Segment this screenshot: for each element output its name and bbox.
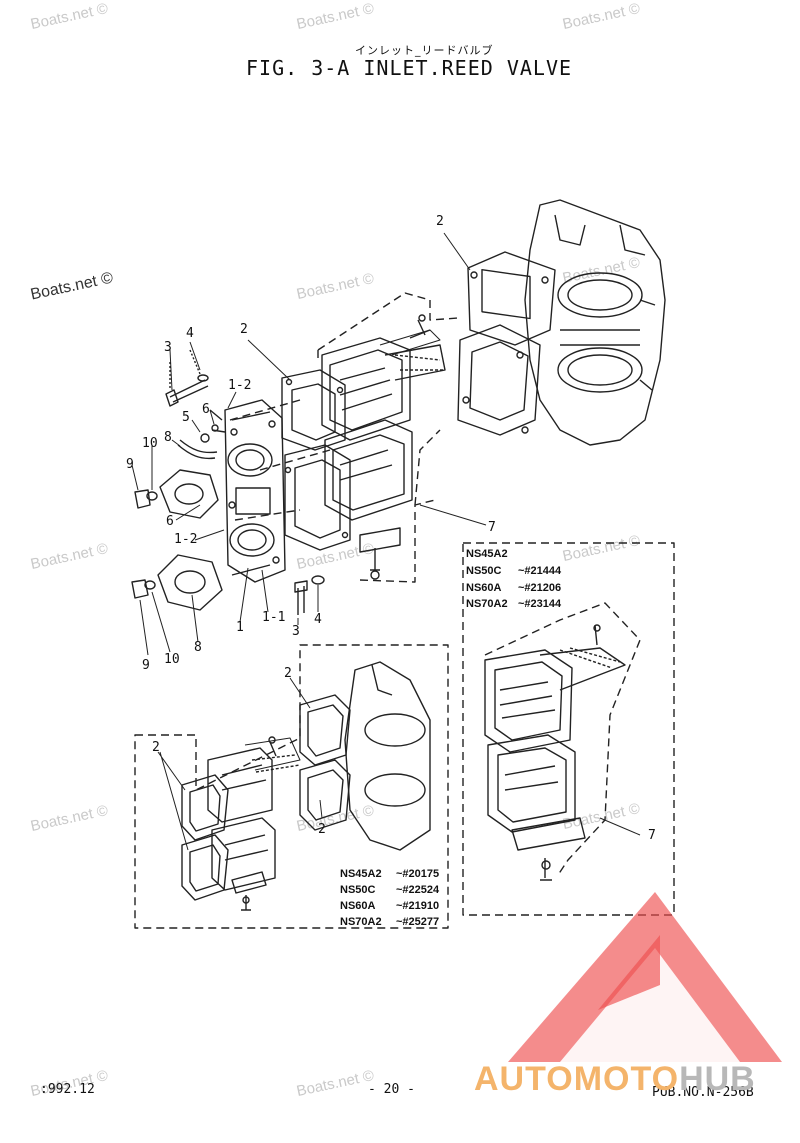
figure-subtitle-japanese: インレット_リードバルブ: [355, 44, 494, 57]
serial-range: ~#21444: [518, 565, 562, 577]
assembly-dashed-outline: [317, 292, 459, 583]
callout-10-upper: 10: [142, 436, 158, 451]
callout-1-1: 1-1: [262, 610, 286, 625]
callout-3: 3: [164, 340, 172, 355]
callout-9-upper: 9: [126, 457, 134, 472]
callout-3-lower: 3: [292, 624, 300, 639]
callout-1: 1: [236, 620, 244, 635]
callout-2-box-bottom: 2: [318, 822, 326, 837]
callout-8-upper: 8: [164, 430, 172, 445]
callout-4: 4: [186, 326, 194, 341]
serial-range: ~#22524: [396, 884, 440, 896]
figure-title: FIG. 3-A INLET.REED VALVE: [246, 56, 573, 80]
serial-range: ~#25277: [396, 916, 440, 928]
nut-washer-upper: [134, 489, 158, 509]
serial-box-right-frame: [462, 542, 675, 916]
automotohub-brand: AUTOMOTOHUB: [474, 1060, 756, 1099]
brand-text-part1: AUTOMOTO: [474, 1060, 680, 1098]
serial-model: NS50C: [340, 884, 376, 896]
callout-7-lower: 7: [648, 828, 656, 843]
serial-box-bottom-frame: [134, 644, 449, 929]
callout-2-top: 2: [436, 214, 444, 229]
reed-valve-assembly-upper: [321, 314, 446, 580]
callout-5: 5: [182, 410, 190, 425]
leader-lines-upper: [131, 232, 487, 656]
serial-model: NS70A2: [340, 916, 382, 928]
serial-range: ~#21910: [396, 900, 440, 912]
automotohub-logo-icon: [508, 892, 782, 1062]
inlet-adapter-plate: [224, 399, 286, 583]
callout-4-lower: 4: [314, 612, 322, 627]
nut-washer-lower: [131, 579, 156, 599]
bolt-and-washer-upper: [165, 349, 209, 407]
serial-range: ~#20175: [396, 868, 440, 880]
callout-10-lower: 10: [164, 652, 180, 667]
callout-8-lower: 8: [194, 640, 202, 655]
serial-model: NS60A: [340, 900, 376, 912]
callout-6-upper: 6: [202, 402, 210, 417]
serial-range: ~#21206: [518, 582, 562, 594]
callout-2-box-top: 2: [284, 666, 292, 681]
footer-page-number: - 20 -: [368, 1082, 415, 1097]
callout-6-lower: 6: [166, 514, 174, 529]
callout-2-box-left: 2: [152, 740, 160, 755]
gasket-middle: [281, 369, 351, 551]
callout-7-upper: 7: [488, 520, 496, 535]
serial-model: NS60A: [466, 582, 502, 594]
callout-1-2-lower: 1-2: [174, 532, 198, 547]
footer-date: :992.12: [40, 1082, 95, 1097]
callout-1-2-upper: 1-2: [228, 378, 252, 393]
serial-model: NS70A2: [466, 598, 508, 610]
serial-model: NS45A2: [340, 868, 382, 880]
brand-text-part2: HUB: [679, 1060, 756, 1098]
serial-range: ~#23144: [518, 598, 562, 610]
callout-9-lower: 9: [142, 658, 150, 673]
hose-and-fittings: [177, 409, 226, 460]
serial-model: NS45A2: [466, 548, 508, 560]
flange-gasket-upper: [159, 469, 219, 519]
serial-model: NS50C: [466, 565, 502, 577]
flange-gasket-lower: [157, 554, 223, 611]
footer-publication-number: PUB.NO.N-256B: [652, 1085, 754, 1100]
crankcase-block: [524, 199, 666, 446]
callout-2-left: 2: [240, 322, 248, 337]
bolt-and-washer-lower: [294, 575, 325, 615]
gasket-top: [457, 251, 556, 436]
